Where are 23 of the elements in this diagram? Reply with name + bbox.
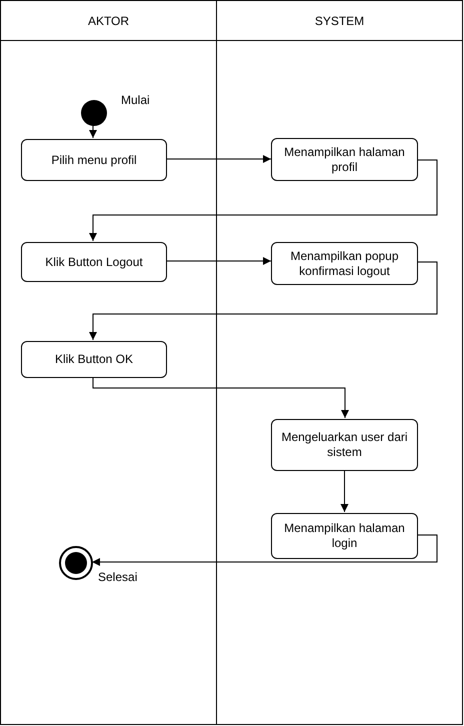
arrow bbox=[340, 470, 348, 512]
activity-box: Menampilkan popup konfirmasi logout bbox=[271, 242, 418, 285]
activity-box: Mengeluarkan user dari sistem bbox=[271, 419, 418, 471]
arrow bbox=[166, 257, 272, 265]
activity-box: Pilih menu profil bbox=[21, 139, 167, 181]
swimlane bbox=[0, 0, 217, 725]
start-node bbox=[81, 100, 107, 126]
swimlane bbox=[217, 0, 463, 725]
arrow bbox=[89, 262, 438, 340]
activity-box: Klik Button OK bbox=[21, 341, 167, 378]
activity-box: Klik Button Logout bbox=[21, 242, 167, 282]
node-caption: Selesai bbox=[98, 570, 138, 584]
arrow bbox=[89, 160, 438, 242]
end-node bbox=[59, 546, 93, 580]
node-caption: Mulai bbox=[121, 93, 150, 107]
lane-title: AKTOR bbox=[88, 14, 130, 28]
activity-box: Menampilkan halaman profil bbox=[271, 138, 418, 181]
arrow bbox=[92, 534, 438, 566]
lane-title: SYSTEM bbox=[314, 14, 364, 28]
arrow bbox=[166, 155, 272, 163]
activity-box: Menampilkan halaman login bbox=[271, 513, 418, 559]
arrow bbox=[92, 376, 349, 418]
arrow bbox=[89, 124, 97, 138]
